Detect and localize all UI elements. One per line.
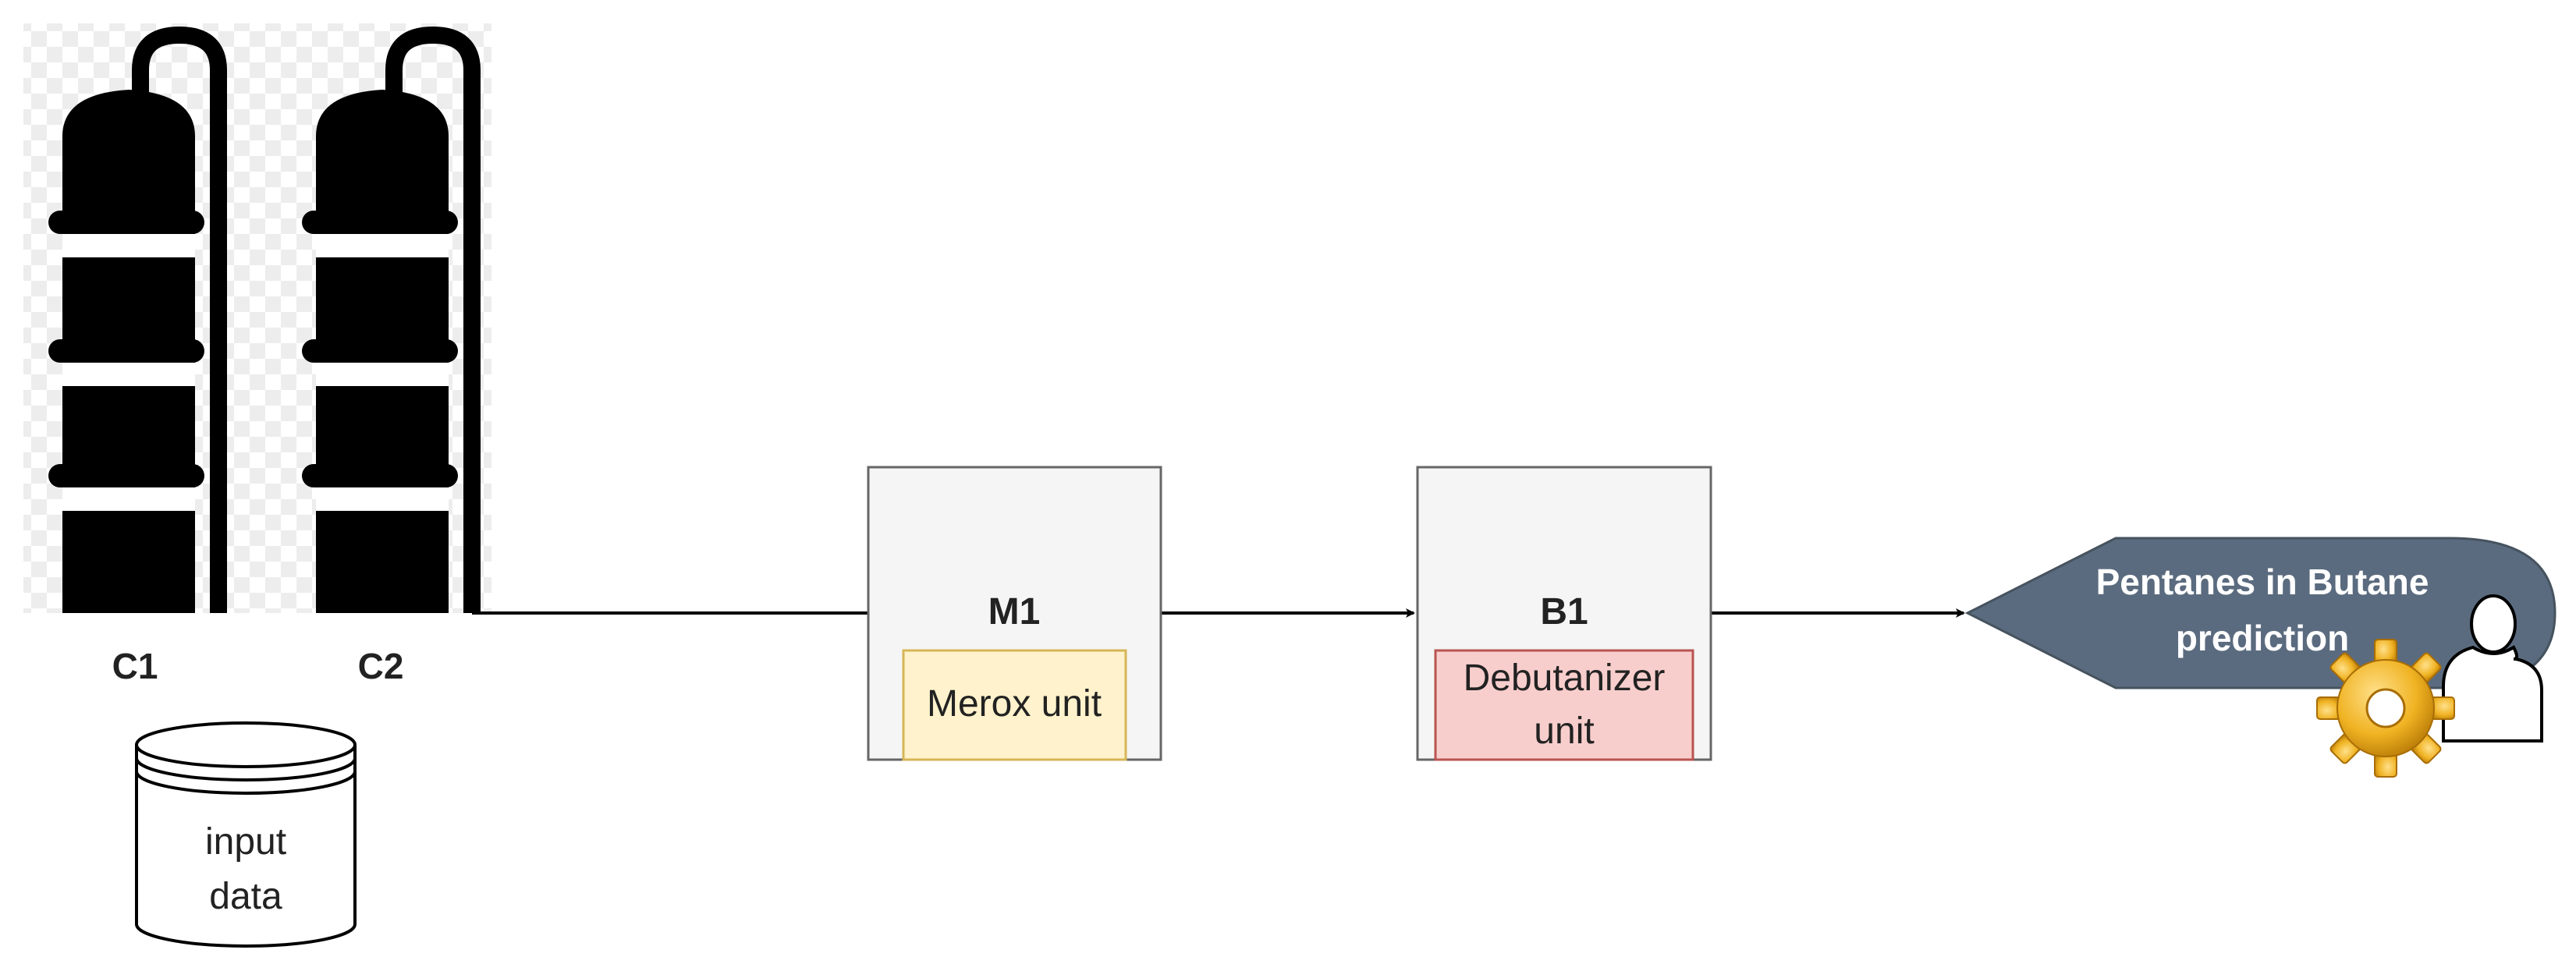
prediction-label-line1: Pentanes in Butane <box>2096 562 2429 602</box>
prediction-label-line2: prediction <box>2176 618 2349 658</box>
debutanizer-unit-box <box>1434 649 1694 761</box>
column-c1-icon <box>48 26 227 613</box>
gear-icon <box>2316 639 2455 778</box>
unit-b1-label: B1 <box>1540 591 1588 633</box>
distillation-columns-icon <box>23 23 491 613</box>
column-c1-label: C1 <box>112 646 158 686</box>
debutanizer-unit-label-line2: unit <box>1534 711 1594 752</box>
database-label-line1: input <box>205 821 286 863</box>
unit-m1-label: M1 <box>988 591 1041 633</box>
unit-m1[interactable]: M1 Merox unit <box>867 466 1162 761</box>
column-c2-icon <box>302 26 481 613</box>
unit-b1[interactable]: B1 Debutanizer unit <box>1416 466 1712 761</box>
user-icon <box>2442 594 2543 742</box>
merox-unit-box <box>902 649 1127 761</box>
column-c2-label: C2 <box>358 646 404 686</box>
debutanizer-unit-label-line1: Debutanizer <box>1464 657 1666 699</box>
input-data-database[interactable]: input data <box>135 721 357 948</box>
database-label-line2: data <box>209 876 282 917</box>
prediction-output[interactable]: Pentanes in Butane prediction <box>1964 537 2556 778</box>
merox-unit-label: Merox unit <box>927 683 1102 725</box>
